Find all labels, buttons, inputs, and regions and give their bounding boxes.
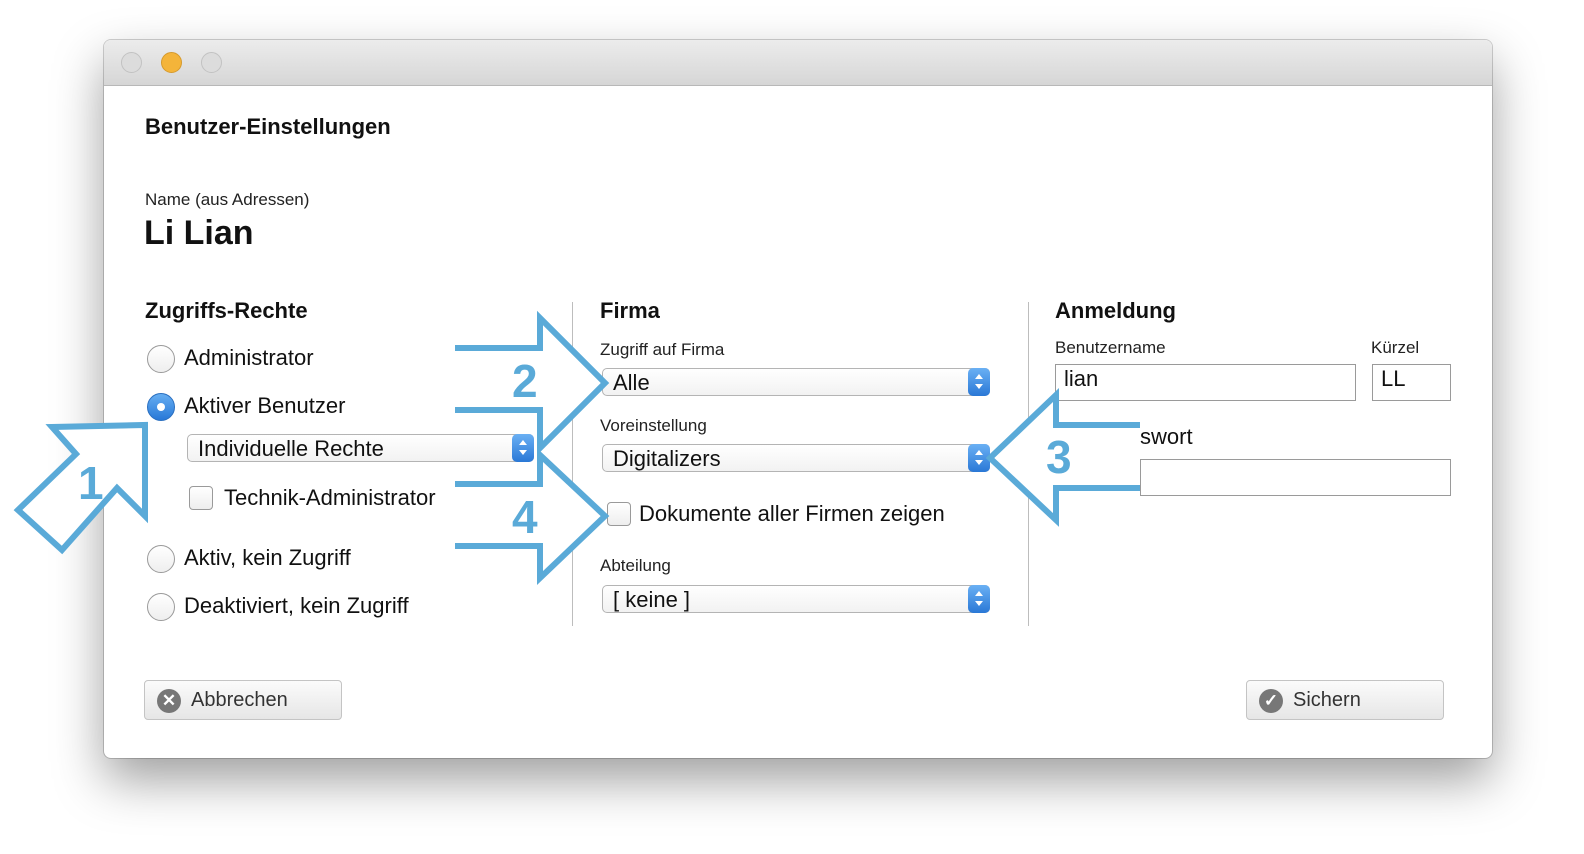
username-label: Benutzername xyxy=(1055,338,1166,357)
zugriff-label: Zugriff auf Firma xyxy=(600,340,725,359)
short-field[interactable]: LL xyxy=(1372,364,1451,401)
abteilung-select-value: [ keine ] xyxy=(613,587,691,612)
zoom-window-icon[interactable] xyxy=(201,52,222,73)
callout-number-1: 1 xyxy=(78,457,104,509)
abteilung-label: Abteilung xyxy=(600,556,671,575)
tech-admin-label[interactable]: Technik-Administrator xyxy=(224,485,436,510)
radio-deactivated-label[interactable]: Deaktiviert, kein Zugriff xyxy=(184,593,409,618)
radio-active-user[interactable] xyxy=(147,393,175,421)
radio-active-user-label[interactable]: Aktiver Benutzer xyxy=(184,393,346,418)
voreinstellung-select[interactable]: Digitalizers xyxy=(602,444,990,472)
short-label: Kürzel xyxy=(1371,338,1420,357)
title-bar xyxy=(104,40,1492,86)
docs-all-label[interactable]: Dokumente aller Firmen zeigen xyxy=(639,501,945,526)
login-heading: Anmeldung xyxy=(1055,298,1176,323)
column-divider xyxy=(572,302,573,626)
radio-deactivated[interactable] xyxy=(147,593,175,621)
callout-number-2: 2 xyxy=(512,355,538,407)
username-field[interactable]: lian xyxy=(1055,364,1356,401)
user-settings-window: Benutzer-Einstellungen Name (aus Adresse… xyxy=(104,40,1492,758)
rights-select-value: Individuelle Rechte xyxy=(198,436,384,461)
tech-admin-checkbox[interactable] xyxy=(189,486,213,510)
callout-number-3: 3 xyxy=(1046,431,1072,483)
rights-select[interactable]: Individuelle Rechte xyxy=(187,434,534,462)
voreinstellung-select-value: Digitalizers xyxy=(613,446,721,471)
callout-number-4: 4 xyxy=(512,491,538,543)
save-check-icon: ✓ xyxy=(1259,689,1283,713)
select-stepper-icon xyxy=(968,585,990,613)
save-button-label: Sichern xyxy=(1293,689,1361,711)
short-value: LL xyxy=(1381,366,1406,391)
select-stepper-icon xyxy=(968,444,990,472)
radio-active-no-access-label[interactable]: Aktiv, kein Zugriff xyxy=(184,545,351,570)
firma-heading: Firma xyxy=(600,298,660,323)
cancel-button-label: Abbrechen xyxy=(191,689,288,711)
docs-all-checkbox[interactable] xyxy=(607,502,631,526)
password-label: swort xyxy=(1140,424,1193,449)
cancel-button[interactable]: ✕ Abbrechen xyxy=(144,680,342,720)
access-heading: Zugriffs-Rechte xyxy=(145,298,308,323)
minimize-window-icon[interactable] xyxy=(161,52,182,73)
cancel-x-icon: ✕ xyxy=(157,689,181,713)
close-window-icon[interactable] xyxy=(121,52,142,73)
radio-administrator-label[interactable]: Administrator xyxy=(184,345,314,370)
dialog-title: Benutzer-Einstellungen xyxy=(145,114,391,139)
radio-active-no-access[interactable] xyxy=(147,545,175,573)
name-label: Name (aus Adressen) xyxy=(145,190,310,209)
password-field[interactable] xyxy=(1140,459,1451,496)
voreinstellung-label: Voreinstellung xyxy=(600,416,707,435)
save-button[interactable]: ✓ Sichern xyxy=(1246,680,1444,720)
username-value: lian xyxy=(1064,366,1099,391)
select-stepper-icon xyxy=(512,434,534,462)
zugriff-select[interactable]: Alle xyxy=(602,368,990,396)
column-divider xyxy=(1028,302,1029,626)
abteilung-select[interactable]: [ keine ] xyxy=(602,585,990,613)
select-stepper-icon xyxy=(968,368,990,396)
radio-administrator[interactable] xyxy=(147,345,175,373)
zugriff-select-value: Alle xyxy=(613,370,650,395)
user-name: Li Lian xyxy=(144,214,254,252)
